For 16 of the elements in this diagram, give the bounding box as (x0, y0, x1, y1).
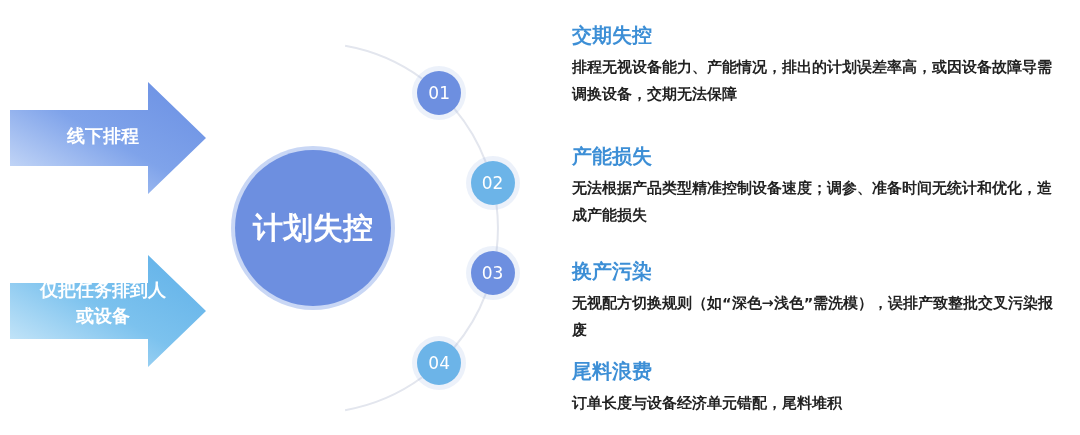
item-title: 产能损失 (572, 143, 652, 170)
number-circle: 01 (417, 70, 462, 115)
arc-connector (453, 107, 487, 164)
item-description: 订单长度与设备经济单元错配，尾料堆积 (572, 394, 843, 413)
number-circle: 03 (470, 250, 515, 295)
item-description: 排程无视设备能力、产能情况，排出的计划误差率高，或因设备故障导需调换设备，交期无法保障 (572, 58, 1053, 104)
item-title: 尾料浪费 (572, 358, 652, 385)
arrow-label: 线下排程 (65, 124, 140, 148)
item-title: 换产污染 (572, 258, 652, 285)
item-title: 交期失控 (572, 22, 652, 49)
number-circle: 02 (470, 161, 515, 206)
item-description: 无视配方切换规则（如“深色→浅色”需洗模），误排产致整批交叉污染报废 (572, 294, 1055, 340)
center-label: 计划失控 (253, 208, 373, 247)
arc-connector (453, 292, 487, 349)
number-circle: 04 (417, 341, 462, 386)
item-description: 无法根据产品类型精准控制设备速度；调参、准备时间无统计和优化，造成产能损失 (572, 179, 1053, 225)
